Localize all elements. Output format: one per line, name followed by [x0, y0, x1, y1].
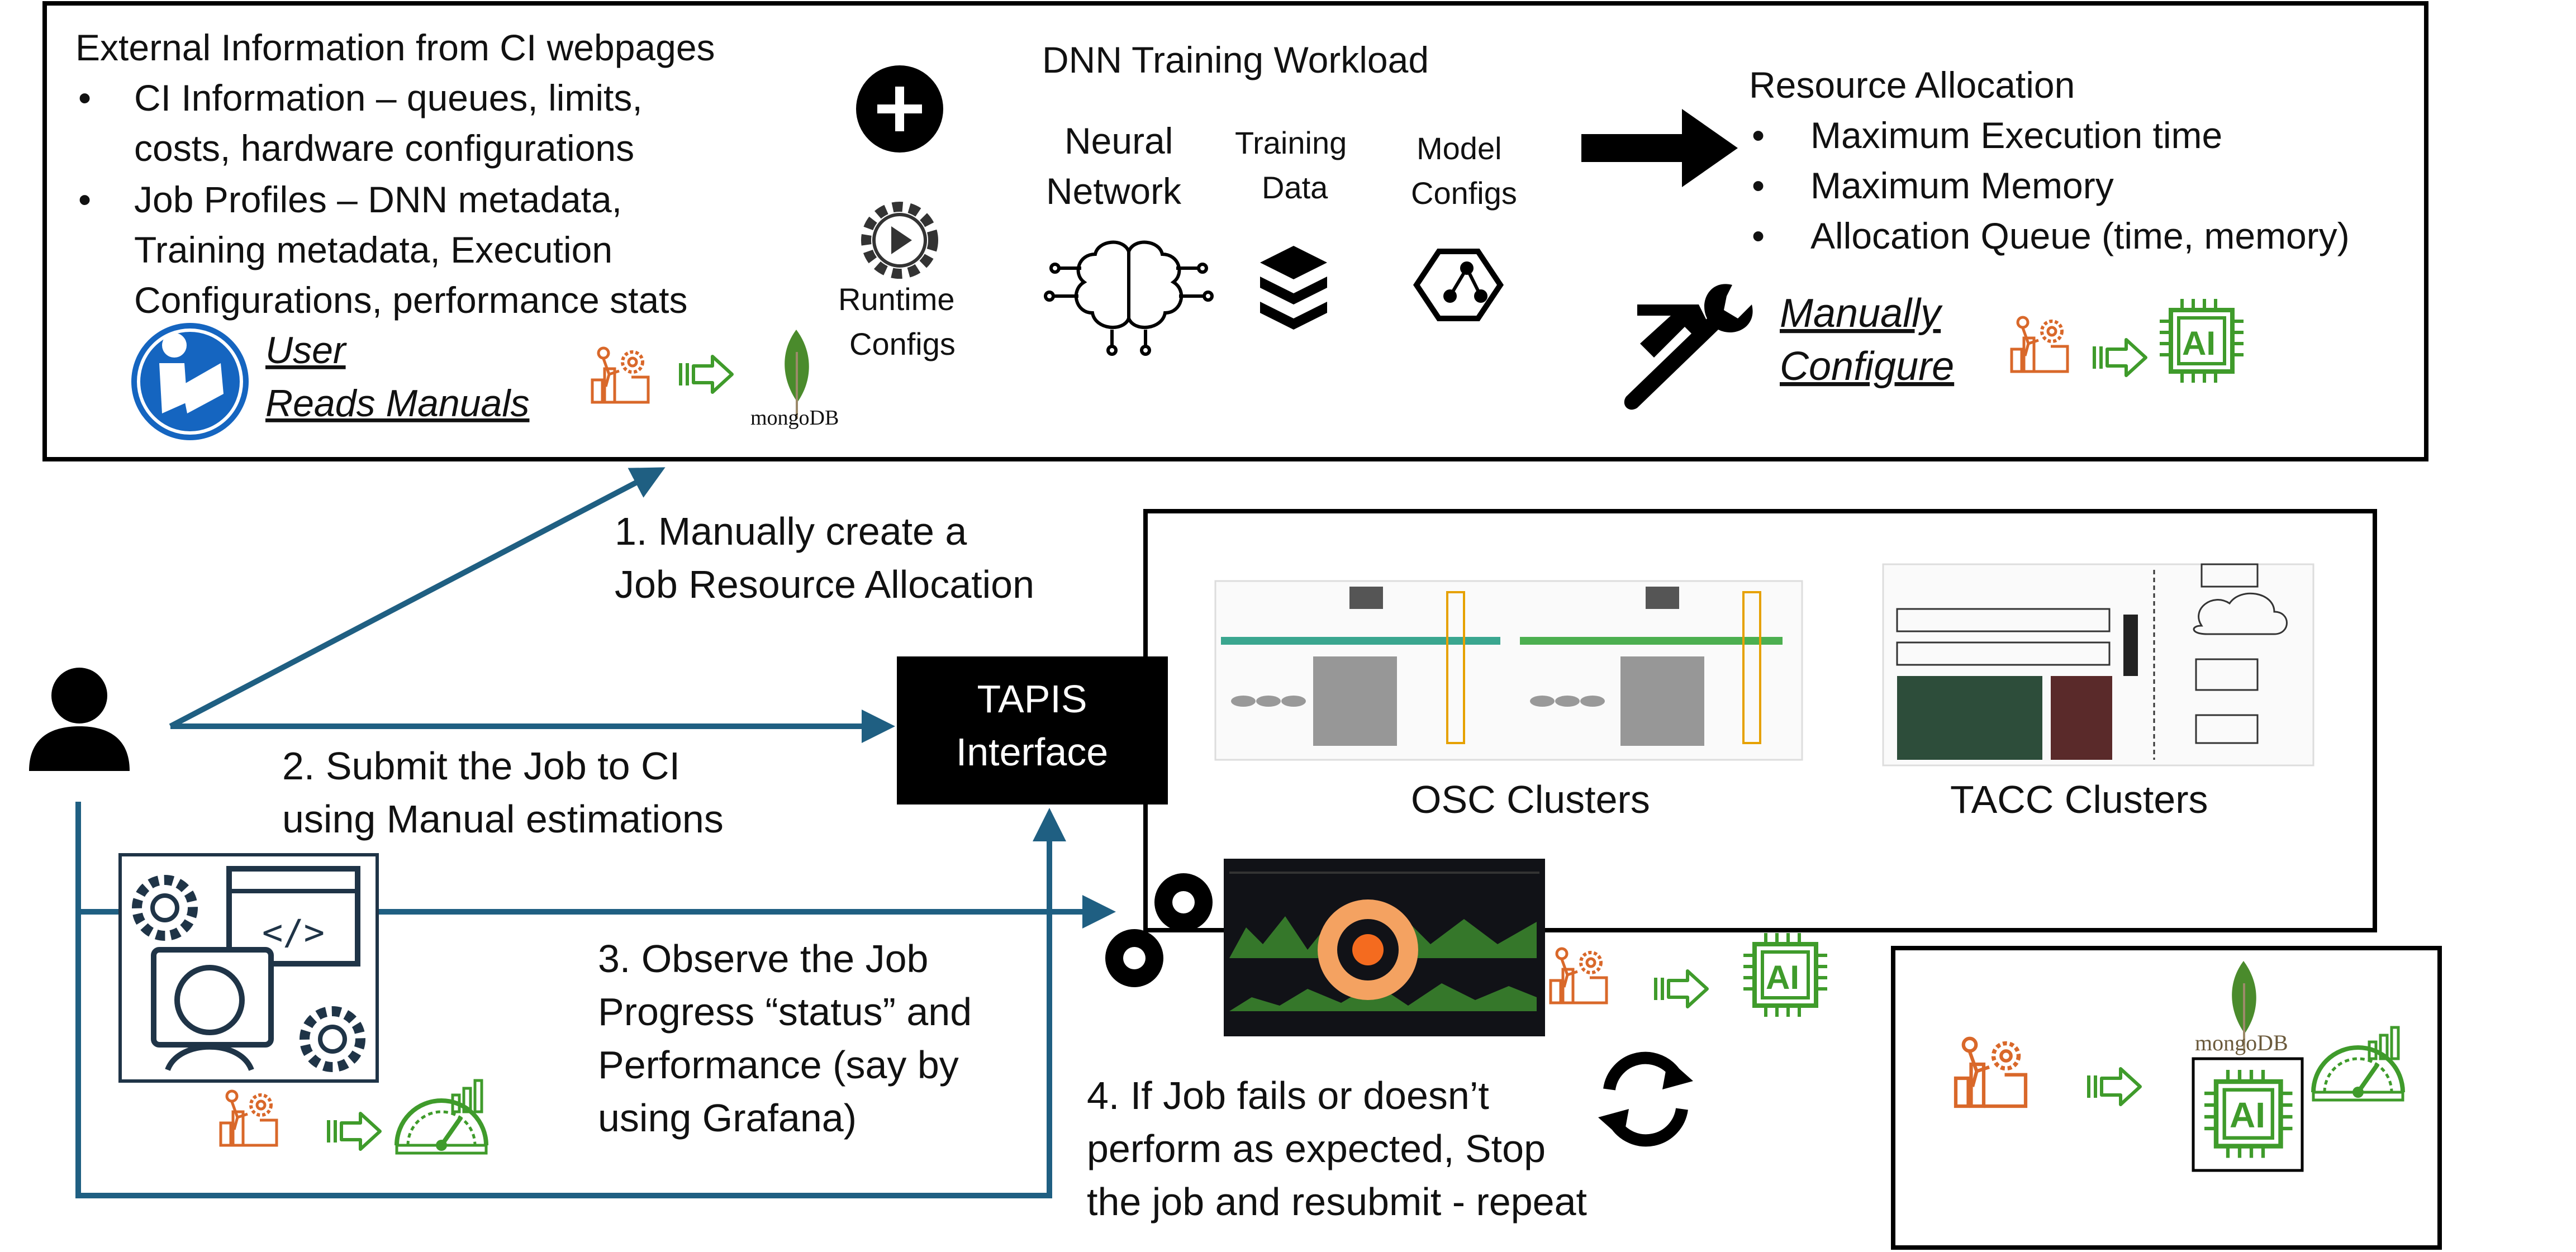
tacc-clusters-label: TACC Clusters: [1950, 778, 2208, 821]
neural-network-line1: Neural: [1064, 120, 1173, 161]
workload-title: DNN Training Workload: [1042, 39, 1429, 80]
ci-info-bullet2-line3: Configurations, performance stats: [134, 279, 687, 321]
allocation-item1: Maximum Execution time: [1810, 115, 2222, 156]
step2-line1: 2. Submit the Job to CI: [282, 744, 680, 788]
green-arrow-icon: [327, 1113, 380, 1149]
automation-panel-frame: [1891, 946, 2442, 1250]
worker-gear-icon: [1956, 1039, 2026, 1106]
ci-info-bullet1-line2: costs, hardware configurations: [134, 127, 634, 169]
wrench-hammer-icon: [1624, 284, 1753, 410]
step2-line2: using Manual estimations: [282, 797, 724, 841]
runtime-configs-line1: Runtime: [838, 282, 955, 317]
tacc-cluster-diagram: [1882, 563, 2314, 767]
training-data-line1: Training: [1235, 125, 1347, 160]
ci-info-bullet2-line2: Training metadata, Execution: [134, 229, 612, 270]
step4-line2: perform as expected, Stop: [1087, 1127, 1546, 1170]
step3-line2: Progress “status” and: [598, 990, 972, 1034]
allocation-title: Resource Allocation: [1749, 64, 2075, 106]
ai-chip-label: AI: [2230, 1095, 2265, 1135]
runtime-configs-line2: Configs: [849, 326, 956, 361]
bullet-dot: •: [1752, 115, 1765, 156]
step3-line4: using Grafana): [598, 1096, 857, 1140]
tapis-line1: TAPIS: [977, 677, 1087, 721]
reading-manual-icon: [131, 323, 249, 440]
mongodb-label: mongoDB: [2195, 1030, 2288, 1055]
plus-icon: [856, 65, 943, 153]
refresh-arrowhead: [1662, 1059, 1693, 1089]
worker-gear-icon: [221, 1091, 277, 1145]
step3-line3: Performance (say by: [598, 1043, 959, 1087]
worker-gear-icon: [592, 348, 648, 402]
worker-gear-icon: [2012, 317, 2068, 372]
bullet-dot: •: [78, 77, 91, 118]
training-data-line2: Data: [1262, 170, 1328, 205]
grafana-dashboard: [1224, 859, 1545, 1036]
green-arrow-icon: [2093, 340, 2146, 375]
osc-cluster-diagram: [1214, 580, 1803, 761]
manually-label: Manually: [1780, 291, 1943, 336]
brain-network-icon: [1044, 240, 1214, 356]
allocation-item2: Maximum Memory: [1810, 165, 2114, 206]
bullet-dot: •: [78, 179, 91, 220]
developer-icon: </>: [118, 853, 379, 1083]
ci-info-title: External Information from CI webpages: [75, 27, 715, 68]
gears-icon: [1105, 873, 1213, 987]
layers-icon: [1260, 246, 1327, 330]
green-arrow-icon: [679, 356, 732, 392]
osc-clusters-label: OSC Clusters: [1411, 778, 1650, 821]
gauge-icon: [397, 1080, 486, 1153]
step3-line1: 3. Observe the Job: [598, 937, 928, 980]
ai-chip-frame: [2192, 1057, 2304, 1172]
step1-line2: Job Resource Allocation: [615, 563, 1034, 606]
step4-line1: 4. If Job fails or doesn’t: [1087, 1074, 1489, 1117]
play-gear-icon: [861, 202, 938, 279]
allocation-item3: Allocation Queue (time, memory): [1810, 215, 2350, 256]
step1-line1: 1. Manually create a: [615, 510, 967, 553]
workload-to-allocation-arrow: [1581, 109, 1738, 187]
top-panel-frame: [42, 1, 2428, 461]
bullet-dot: •: [1752, 215, 1765, 256]
gauge-icon: [2313, 1027, 2403, 1100]
model-configs-icon: [1413, 249, 1504, 321]
ci-info-bullet1-line1: CI Information – queues, limits,: [134, 77, 643, 118]
ci-info-bullet2-line1: Job Profiles – DNN metadata,: [134, 179, 622, 220]
reads-manuals-label: Reads Manuals: [265, 382, 529, 425]
model-configs-line1: Model: [1417, 131, 1502, 166]
worker-gear-icon: [1551, 949, 1607, 1003]
configure-label: Configure: [1780, 344, 1954, 389]
mongodb-label: mongoDB: [750, 406, 839, 430]
green-arrow-icon: [1654, 971, 1707, 1007]
step4-line3: the job and resubmit - repeat: [1087, 1180, 1587, 1224]
ai-chip-label: AI: [2182, 325, 2216, 362]
model-configs-line2: Configs: [1411, 175, 1517, 211]
tapis-line2: Interface: [956, 730, 1108, 774]
svg-text:</>: </>: [262, 912, 325, 953]
user-label: User: [265, 329, 347, 372]
bullet-dot: •: [1752, 165, 1765, 206]
tapis-interface-box: [897, 656, 1168, 804]
user-icon: [29, 668, 130, 771]
green-arrow-icon: [2087, 1069, 2140, 1105]
refresh-arrowhead: [1598, 1109, 1629, 1140]
neural-network-line2: Network: [1046, 170, 1182, 212]
mongodb-leaf-icon: [783, 329, 810, 420]
ai-chip-label: AI: [1766, 959, 1799, 996]
